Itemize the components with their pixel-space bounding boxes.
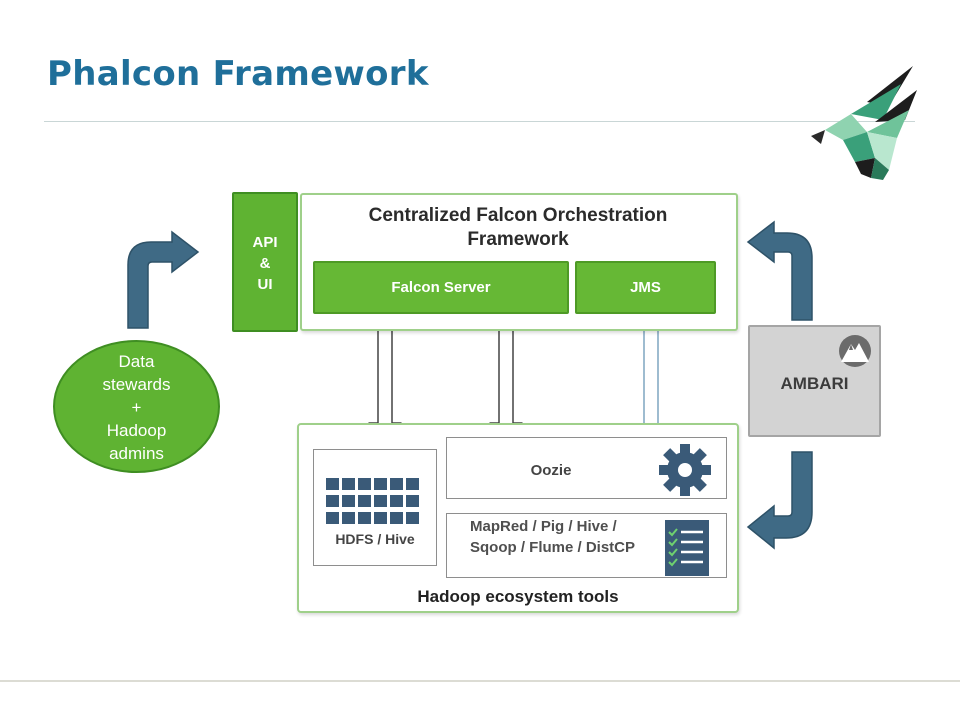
jms-box: JMS <box>575 261 716 314</box>
hdfs-hive-box <box>313 449 437 566</box>
data-stewards-ellipse <box>53 340 220 473</box>
data-stewards-label: Data stewards + Hadoop admins <box>102 352 171 463</box>
jms-label: JMS <box>630 279 661 296</box>
api-ui-label: API & UI <box>252 234 278 293</box>
ambari-down-arrow-icon <box>746 451 813 550</box>
falcon-server-label: Falcon Server <box>391 279 491 296</box>
falcon-logo-icon <box>811 66 917 180</box>
slide-title: Phalcon Framework <box>47 54 429 94</box>
title-divider <box>44 121 915 122</box>
ambari-label: AMBARI <box>780 374 849 393</box>
checklist-icon <box>665 520 709 576</box>
footer-divider <box>0 680 960 682</box>
left-arrow-icon <box>127 230 200 329</box>
server-down-arrow-2 <box>489 314 523 439</box>
mapred-tools-label: MapRed / Pig / Hive / Sqoop / Flume / Di… <box>470 518 636 556</box>
gear-icon <box>659 444 711 496</box>
orchestration-title: Centralized Falcon Orchestration Framewo… <box>368 205 668 250</box>
ambari-up-arrow-icon <box>746 220 813 321</box>
falcon-server-box: Falcon Server <box>313 261 569 314</box>
jms-up-arrow <box>635 314 667 437</box>
mountain-icon <box>839 335 871 367</box>
ecosystem-title: Hadoop ecosystem tools <box>417 587 619 606</box>
oozie-label: Oozie <box>530 462 572 479</box>
server-down-arrow-1 <box>368 314 402 439</box>
hdfs-hive-label: HDFS / Hive <box>335 531 415 547</box>
grid-icon <box>326 478 419 524</box>
api-ui-box <box>232 192 298 332</box>
